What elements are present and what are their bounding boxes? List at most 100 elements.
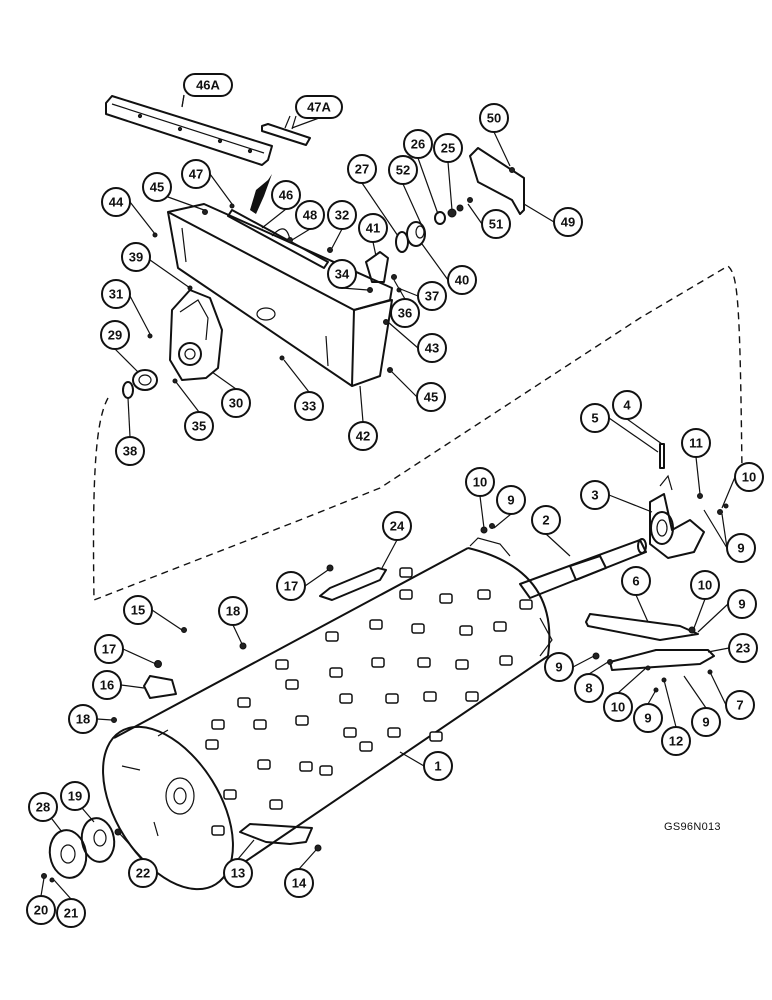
callout-17-mid: 17: [94, 634, 124, 664]
callout-6: 6: [621, 566, 651, 596]
mount-plate-49: [469, 147, 525, 215]
callout-37: 37: [417, 281, 447, 311]
svg-text:13: 13: [231, 866, 245, 881]
callout-26: 26: [403, 129, 433, 159]
callout-21: 21: [56, 898, 86, 928]
callout-43: 43: [417, 333, 447, 363]
callout-5: 5: [580, 403, 610, 433]
bearing-29: [132, 369, 158, 391]
svg-text:18: 18: [226, 604, 240, 619]
callout-49: 49: [553, 207, 583, 237]
svg-text:26: 26: [411, 137, 425, 152]
callout-39: 39: [121, 242, 151, 272]
callout-13: 13: [223, 858, 253, 888]
svg-text:6: 6: [632, 574, 639, 589]
assembly-dashed-line: [92, 265, 743, 602]
svg-text:35: 35: [192, 419, 206, 434]
drive-hub: [649, 474, 705, 559]
bearing-housing: [169, 289, 223, 381]
callout-35: 35: [184, 411, 214, 441]
svg-text:45: 45: [150, 180, 164, 195]
strip-46a: [105, 95, 273, 166]
svg-text:30: 30: [229, 396, 243, 411]
svg-text:38: 38: [123, 444, 137, 459]
callout-15: 15: [123, 595, 153, 625]
svg-text:23: 23: [736, 641, 750, 656]
callout-4: 4: [612, 390, 642, 420]
svg-text:1: 1: [434, 759, 441, 774]
callout-48: 48: [295, 200, 325, 230]
callout-7: 7: [725, 690, 755, 720]
callout-45-mid: 45: [416, 382, 446, 412]
arm-23: [609, 649, 715, 671]
callout-42: 42: [348, 421, 378, 451]
callout-50: 50: [479, 103, 509, 133]
svg-text:10: 10: [698, 578, 712, 593]
svg-text:37: 37: [425, 289, 439, 304]
callout-40: 40: [447, 265, 477, 295]
callout-30: 30: [221, 388, 251, 418]
drive-shaft: [519, 538, 647, 599]
svg-text:51: 51: [489, 217, 503, 232]
svg-text:24: 24: [390, 519, 405, 534]
warning-decal: [250, 174, 272, 214]
callout-20: 20: [26, 895, 56, 925]
callout-19: 19: [60, 781, 90, 811]
svg-text:21: 21: [64, 906, 78, 921]
callout-36: 36: [390, 298, 420, 328]
callout-52: 52: [388, 155, 418, 185]
callout-1: 1: [423, 751, 453, 781]
svg-text:20: 20: [34, 903, 48, 918]
washer-52: [434, 211, 446, 225]
hub-40: [406, 221, 426, 247]
callout-25: 25: [433, 133, 463, 163]
svg-text:33: 33: [302, 399, 316, 414]
svg-text:10: 10: [742, 470, 756, 485]
svg-text:47: 47: [189, 167, 203, 182]
svg-text:19: 19: [68, 789, 82, 804]
svg-text:18: 18: [76, 712, 90, 727]
svg-text:2: 2: [542, 513, 549, 528]
svg-text:46: 46: [279, 188, 293, 203]
callout-44: 44: [101, 187, 131, 217]
svg-text:40: 40: [455, 273, 469, 288]
callout-47a: 47A: [295, 95, 343, 119]
svg-text:9: 9: [507, 493, 514, 508]
callout-17-top: 17: [276, 571, 306, 601]
arm-6: [585, 613, 699, 641]
svg-text:9: 9: [702, 715, 709, 730]
svg-text:5: 5: [591, 411, 598, 426]
svg-text:9: 9: [738, 597, 745, 612]
svg-text:31: 31: [109, 287, 123, 302]
callout-9-right: 9: [726, 533, 756, 563]
svg-text:49: 49: [561, 215, 575, 230]
callout-8: 8: [574, 673, 604, 703]
svg-text:17: 17: [102, 642, 116, 657]
callout-12: 12: [661, 726, 691, 756]
seal-27: [395, 231, 409, 253]
callout-2: 2: [531, 505, 561, 535]
svg-text:29: 29: [108, 328, 122, 343]
svg-text:39: 39: [129, 250, 143, 265]
svg-text:52: 52: [396, 163, 410, 178]
svg-text:11: 11: [689, 436, 703, 451]
callout-9-shaft: 9: [496, 485, 526, 515]
callout-10-shaft: 10: [465, 467, 495, 497]
callout-27: 27: [347, 154, 377, 184]
svg-text:17: 17: [284, 579, 298, 594]
callout-46: 46: [271, 180, 301, 210]
callout-9-bottom-a: 9: [633, 703, 663, 733]
knife-24: [319, 567, 387, 601]
svg-text:46A: 46A: [196, 78, 220, 93]
bracket-13: [239, 823, 313, 845]
svg-text:47A: 47A: [307, 100, 331, 115]
svg-text:9: 9: [644, 711, 651, 726]
svg-text:34: 34: [335, 267, 350, 282]
callout-10-right: 10: [734, 462, 764, 492]
svg-text:25: 25: [441, 141, 455, 156]
svg-text:32: 32: [335, 208, 349, 223]
svg-text:50: 50: [487, 111, 501, 126]
svg-text:41: 41: [366, 221, 380, 236]
callout-32: 32: [327, 200, 357, 230]
